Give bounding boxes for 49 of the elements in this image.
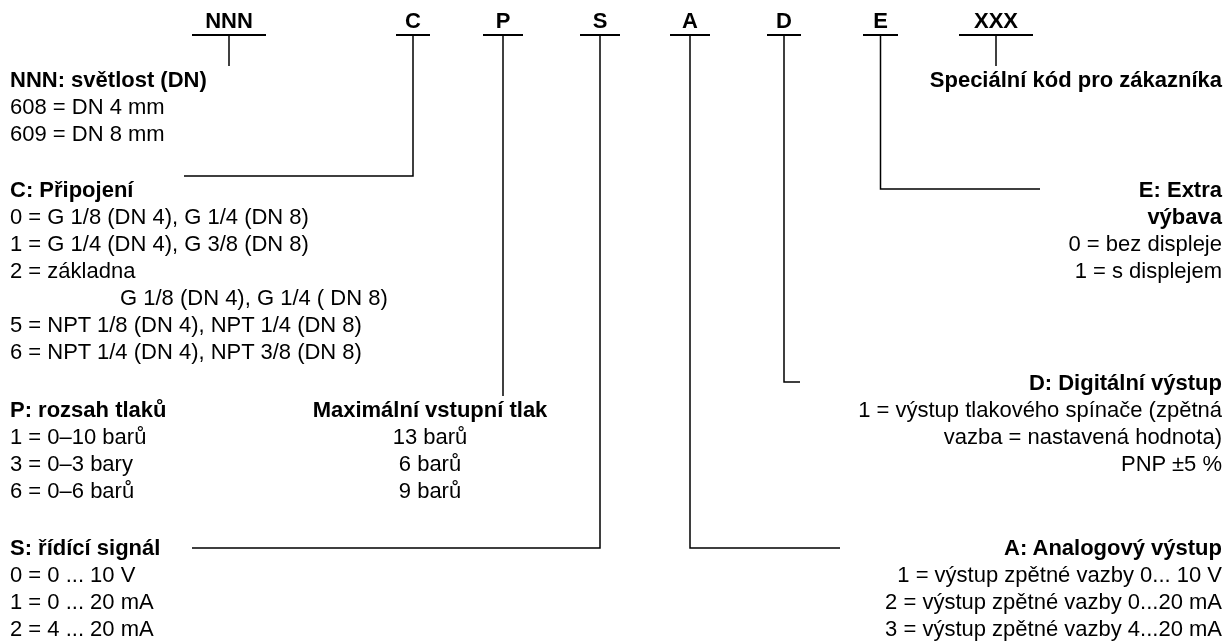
leader-line bbox=[191, 35, 601, 549]
section-heading: E: Extra výbava bbox=[1137, 176, 1222, 230]
code-letter: A bbox=[670, 7, 710, 36]
leader-line bbox=[879, 35, 1041, 190]
section-heading: A: Analogový výstup bbox=[1003, 534, 1222, 561]
section-heading: P: rozsah tlaků bbox=[10, 396, 168, 423]
option-text: 6 = 0–6 barů bbox=[10, 477, 136, 504]
code-letter: XXX bbox=[959, 7, 1033, 36]
section-heading: C: Připojení bbox=[10, 176, 135, 203]
option-text: 1 = 0 ... 20 mA bbox=[10, 588, 155, 615]
option-text: 0 = 0 ... 10 V bbox=[10, 561, 137, 588]
leader-line bbox=[502, 35, 504, 397]
section-heading: D: Digitální výstup bbox=[1027, 369, 1222, 396]
option-text: 1 = výstup zpětné vazby 0... 10 V bbox=[896, 561, 1222, 588]
option-text: 2 = základna bbox=[10, 257, 137, 284]
option-text: G 1/8 (DN 4), G 1/4 ( DN 8) bbox=[119, 284, 389, 311]
code-letter: S bbox=[580, 7, 620, 36]
code-letter: C bbox=[396, 7, 430, 36]
option-text: 3 = výstup zpětné vazby 4...20 mA bbox=[884, 615, 1222, 642]
code-letter: E bbox=[863, 7, 898, 36]
leader-line bbox=[783, 35, 801, 383]
code-letter: D bbox=[767, 7, 801, 36]
section-heading: Maximální vstupní tlak bbox=[311, 396, 549, 423]
option-text: 5 = NPT 1/8 (DN 4), NPT 1/4 (DN 8) bbox=[10, 311, 363, 338]
leader-line bbox=[228, 35, 230, 67]
section-heading: Speciální kód pro zákazníka bbox=[928, 66, 1222, 93]
section-heading: S: řídící signál bbox=[10, 534, 162, 561]
option-text: 1 = výstup tlakového spínače (zpětná vazba = nastavená hodnota) bbox=[857, 396, 1222, 450]
option-text: 0 = bez displeje bbox=[1067, 230, 1222, 257]
option-text: 0 = G 1/8 (DN 4), G 1/4 (DN 8) bbox=[10, 203, 310, 230]
option-text: 13 barů bbox=[391, 423, 469, 450]
leader-line bbox=[995, 35, 997, 67]
code-letter: NNN bbox=[192, 7, 266, 36]
section-heading: NNN: světlost (DN) bbox=[10, 66, 208, 93]
option-text: PNP ±5 % bbox=[1120, 450, 1222, 477]
option-text: 609 = DN 8 mm bbox=[10, 120, 166, 147]
option-text: 2 = 4 ... 20 mA bbox=[10, 615, 155, 642]
option-text: 2 = výstup zpětné vazby 0...20 mA bbox=[884, 588, 1222, 615]
leader-line bbox=[183, 35, 414, 177]
option-text: 1 = G 1/4 (DN 4), G 3/8 (DN 8) bbox=[10, 230, 310, 257]
option-text: 1 = 0–10 barů bbox=[10, 423, 148, 450]
option-text: 608 = DN 4 mm bbox=[10, 93, 166, 120]
code-letter: P bbox=[483, 7, 523, 36]
option-text: 6 barů bbox=[397, 450, 463, 477]
leader-line bbox=[689, 35, 841, 549]
option-text: 3 = 0–3 bary bbox=[10, 450, 134, 477]
option-text: 1 = s displejem bbox=[1073, 257, 1222, 284]
option-text: 9 barů bbox=[397, 477, 463, 504]
option-text: 6 = NPT 1/4 (DN 4), NPT 3/8 (DN 8) bbox=[10, 338, 363, 365]
